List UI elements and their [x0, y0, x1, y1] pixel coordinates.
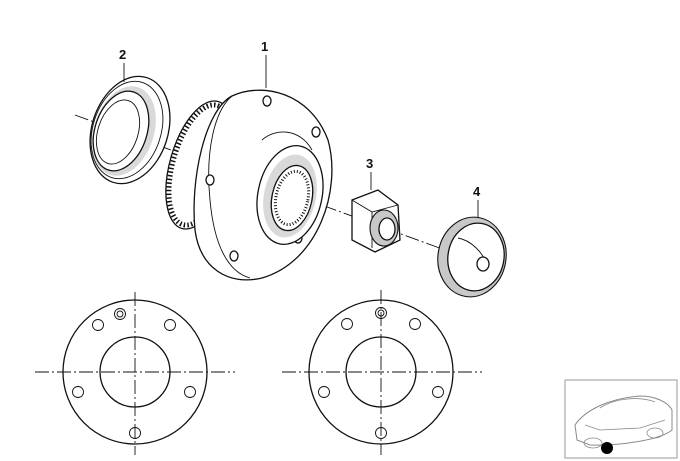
callout-3-label: 3	[366, 156, 373, 171]
callout-4: 4	[473, 184, 481, 218]
location-marker-icon	[601, 442, 613, 454]
car-location-icon[interactable]	[564, 379, 678, 459]
callout-4-label: 4	[473, 184, 481, 199]
part-1-wheel-hub[interactable]	[153, 89, 333, 281]
part-3-collar-nut[interactable]	[351, 189, 401, 253]
flange-view-right	[282, 290, 482, 455]
callout-2-label: 2	[119, 47, 126, 62]
part-2-seal-ring[interactable]	[77, 66, 183, 194]
callout-3: 3	[366, 156, 373, 190]
callout-1: 1	[261, 39, 268, 88]
callout-1-label: 1	[261, 39, 268, 54]
part-4-dust-cap[interactable]	[432, 212, 513, 303]
callout-2: 2	[119, 47, 126, 82]
flange-view-left	[35, 292, 235, 455]
